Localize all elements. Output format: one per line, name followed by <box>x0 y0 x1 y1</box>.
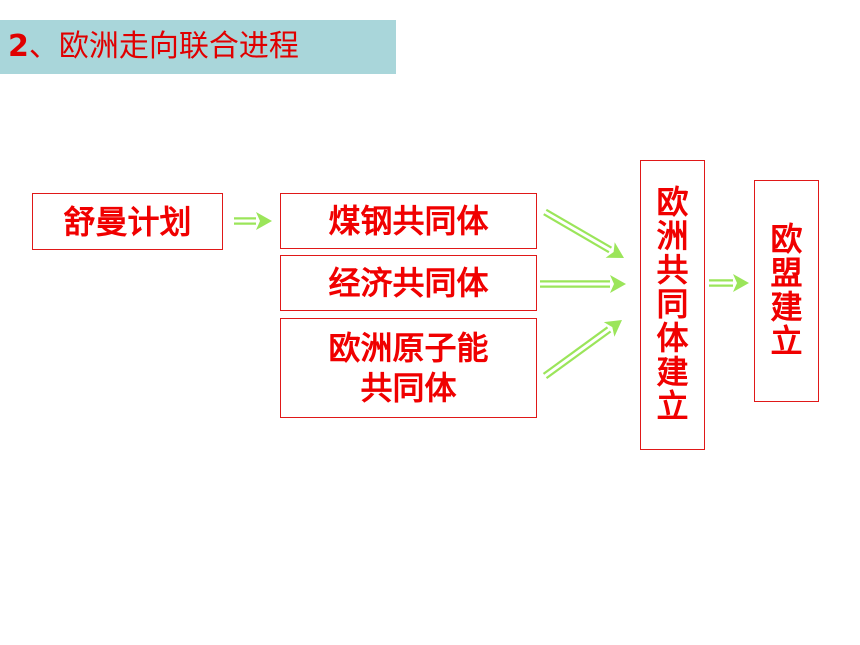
title-label: 、欧洲走向联合进程 <box>28 29 299 64</box>
ec-char: 同 <box>656 285 689 324</box>
title-banner: 2、欧洲走向联合进程 <box>0 20 396 74</box>
arrow-schuman-to-coal-head <box>256 212 272 230</box>
eu-char: 建 <box>770 288 803 326</box>
page-title: 2、欧洲走向联合进程 <box>8 32 299 62</box>
node-atomic-label-line2: 共同体 <box>360 369 457 407</box>
arrow-atom-to-ec-shaft-2 <box>542 326 609 375</box>
ec-char: 体 <box>656 318 689 357</box>
eu-char: 立 <box>770 321 803 360</box>
arrow-schuman-to-coal <box>234 212 272 230</box>
arrow-coal-to-ec-shaft-2 <box>545 208 613 249</box>
arrow-coal-to-ec-head <box>605 242 624 258</box>
node-economic-community: 经济共同体 <box>280 255 537 311</box>
node-coal-steel-community: 煤钢共同体 <box>280 193 537 249</box>
arrow-atom-to-ec <box>542 320 622 379</box>
ec-char: 共 <box>656 251 689 290</box>
arrow-econ-to-ec-head <box>610 275 626 293</box>
node-schuman-plan: 舒曼计划 <box>32 193 223 250</box>
ec-char: 建 <box>656 352 689 391</box>
eu-char: 盟 <box>770 254 803 293</box>
ec-char: 立 <box>656 386 689 425</box>
ec-char: 洲 <box>656 217 689 256</box>
node-coal-steel-label: 煤钢共同体 <box>328 202 489 240</box>
title-number: 2 <box>8 29 29 64</box>
node-european-union-founded: 欧 盟 建 立 <box>754 180 819 402</box>
node-schuman-plan-label: 舒曼计划 <box>63 202 192 241</box>
arrow-coal-to-ec <box>543 208 624 258</box>
arrow-econ-to-ec <box>540 275 626 293</box>
arrow-atom-to-ec-shaft-1 <box>545 330 612 379</box>
arrow-coal-to-ec-shaft-1 <box>543 213 610 254</box>
arrow-ec-to-eu-head <box>733 274 749 292</box>
arrow-ec-to-eu <box>709 274 749 292</box>
arrow-atom-to-ec-head <box>603 320 622 337</box>
node-atomic-label-line1: 欧洲原子能 <box>328 329 489 367</box>
ec-char: 欧 <box>656 183 689 222</box>
node-atomic-energy-community: 欧洲原子能 共同体 <box>280 318 537 418</box>
node-economic-label: 经济共同体 <box>328 264 489 302</box>
node-european-communities-founded: 欧 洲 共 同 体 建 立 <box>640 160 705 450</box>
eu-char: 欧 <box>770 220 803 259</box>
